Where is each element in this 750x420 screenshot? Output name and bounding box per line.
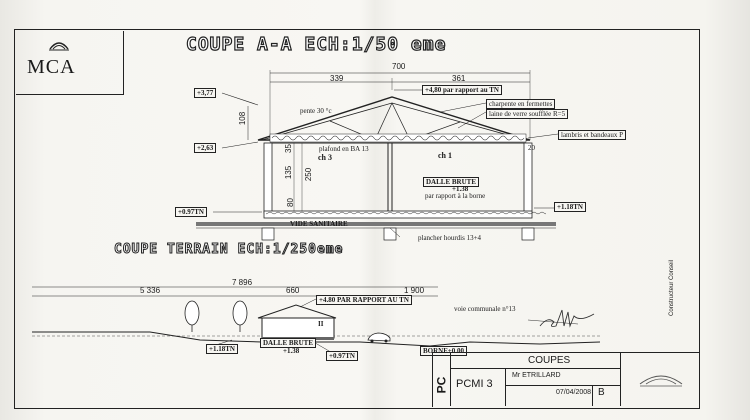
cartouche-rev: B xyxy=(598,387,605,398)
level-eave: +2,63 xyxy=(194,143,217,153)
title-block-line xyxy=(450,368,620,369)
label-lambris: lambris et bandeaux P xyxy=(558,130,627,140)
logo-box xyxy=(16,31,124,95)
dim-left: 339 xyxy=(330,74,344,83)
title-block-line xyxy=(505,385,620,386)
dim-80: 80 xyxy=(285,198,295,207)
dim-right: 361 xyxy=(452,74,466,83)
level-floor-right: +1.18TN xyxy=(554,202,586,212)
dim-135: 135 xyxy=(284,165,294,180)
dim-250: 250 xyxy=(304,167,314,182)
title-block-line xyxy=(620,352,621,406)
terrain-dim-right: 1 900 xyxy=(404,286,425,295)
title-block xyxy=(432,352,699,407)
title-block-line xyxy=(505,368,506,406)
label-dalle-ref: par rapport à la borne xyxy=(425,192,486,200)
terrain-left-level: +1.18TN xyxy=(206,344,238,354)
terrain-dalle: DALLE BRUTE xyxy=(260,338,316,348)
dim-total: 700 xyxy=(392,62,406,71)
logo-mark-icon xyxy=(49,42,69,51)
level-top: +3,77 xyxy=(194,88,217,98)
terrain-voie: voie communale n°13 xyxy=(454,305,516,313)
label-dalle: DALLE BRUTE xyxy=(423,177,479,187)
terrain-dim-mid: 660 xyxy=(286,286,300,295)
logo-text: MCA xyxy=(27,56,76,78)
dim-108: 108 xyxy=(238,111,248,126)
cartouche-date: 07/04/2008 xyxy=(556,389,592,396)
label-vide-sanitaire: VIDE SANITAIRE xyxy=(290,220,348,228)
terrain-right-level: +0.97TN xyxy=(326,351,358,361)
dim-35: 35 xyxy=(283,144,293,153)
terrain-borne: BORNE±0.00 xyxy=(420,346,467,356)
terrain-dalle-val: +1.38 xyxy=(283,347,300,355)
label-plancher: plancher hourdis 13+4 xyxy=(418,234,482,242)
cartouche-client: Mr ETRILLARD xyxy=(512,372,561,379)
label-dalle-val: +1.38 xyxy=(452,185,469,193)
terrain-ridge: +4.80 PAR RAPPORT AU TN xyxy=(316,295,412,305)
label-ch1: ch 1 xyxy=(438,151,452,160)
label-charpente: charpente en fermettes xyxy=(486,99,556,109)
label-pente: pente 30 °c xyxy=(300,107,332,115)
terrain-window: II xyxy=(318,320,324,328)
section-title: COUPE A-A ECH:1/50 eme xyxy=(185,33,447,55)
level-floor-left: +0.97TN xyxy=(175,207,207,217)
terrain-title: COUPE TERRAIN ECH:1/250eme xyxy=(114,242,344,258)
cartouche-logo-icon xyxy=(639,375,683,387)
terrain-dim-total: 7 896 xyxy=(232,278,253,287)
label-wall-right: 20 xyxy=(528,144,535,152)
sheet-border xyxy=(14,29,700,409)
terrain-dim-left: 5 336 xyxy=(140,286,161,295)
label-ch3: ch 3 xyxy=(318,153,332,162)
pc-label: PC xyxy=(434,376,449,394)
constructeur-text: Constructeur Conseil xyxy=(669,259,675,316)
title-block-line xyxy=(592,385,593,406)
label-plafond: plafond en BA 13 xyxy=(319,145,369,153)
cartouche-code: PCMI 3 xyxy=(456,378,493,390)
cartouche-title: COUPES xyxy=(528,355,571,366)
label-laine: laine de verre soufflée R=5 xyxy=(486,109,569,119)
level-ridge: +4,80 par rapport au TN xyxy=(422,85,502,95)
title-block-pc: PC xyxy=(432,352,451,406)
